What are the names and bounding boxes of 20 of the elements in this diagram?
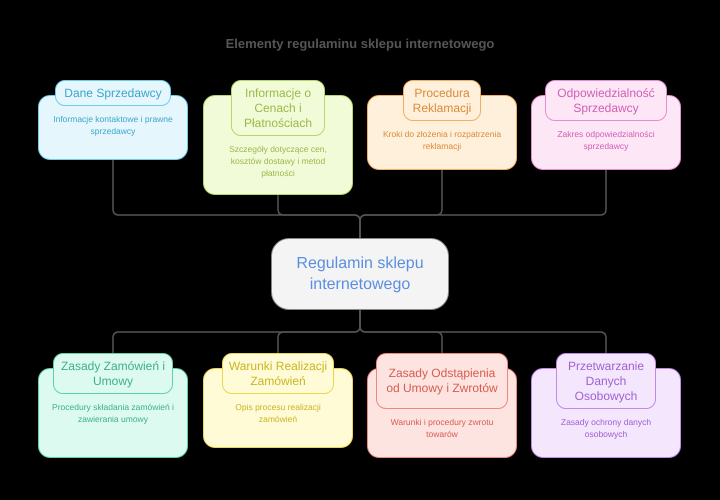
topic-heading-box: Warunki Realizacji Zamówień: [222, 353, 334, 394]
connector-line: [359, 310, 607, 353]
topic-description: Informacje kontaktowe i prawne sprzedawcy: [52, 113, 174, 137]
topic-heading-box: Procedura Reklamacji: [403, 80, 481, 121]
diagram-title: Elementy regulaminu sklepu internetowego: [224, 36, 496, 51]
topic-description: Procedury składania zamówień i zawierania umowy: [52, 401, 174, 425]
connector-line: [359, 170, 607, 238]
topic-heading-box: Przetwarzanie Danych Osobowych: [556, 353, 656, 409]
topic-heading-box: Zasady Zamówień i Umowy: [53, 353, 173, 394]
topic-description: Opis procesu realizacji zamówień: [234, 401, 322, 425]
topic-heading-box: Informacje o Cenach i Płatnościach: [231, 80, 325, 136]
topic-heading-box: Odpowiedzialność Sprzedawcy: [545, 80, 667, 121]
topic-description: Zakres odpowiedzialności sprzedawcy: [556, 128, 656, 152]
topic-description: Szczegóły dotyczące cen, kosztów dostawy i metod płatności: [228, 143, 328, 179]
topic-description: Zasady ochrony danych osobowych: [560, 416, 652, 440]
topic-description: Warunki i procedury zwrotu towarów: [390, 416, 494, 440]
topic-heading-box: Dane Sprzedawcy: [55, 80, 171, 106]
central-topic-box: Regulamin sklepu internetowego: [271, 238, 449, 310]
topic-heading-box: Zasady Odstąpienia od Umowy i Zwrotów: [376, 353, 508, 409]
topic-description: Kroki do złożenia i rozpatrzenia reklamacji: [382, 128, 502, 152]
